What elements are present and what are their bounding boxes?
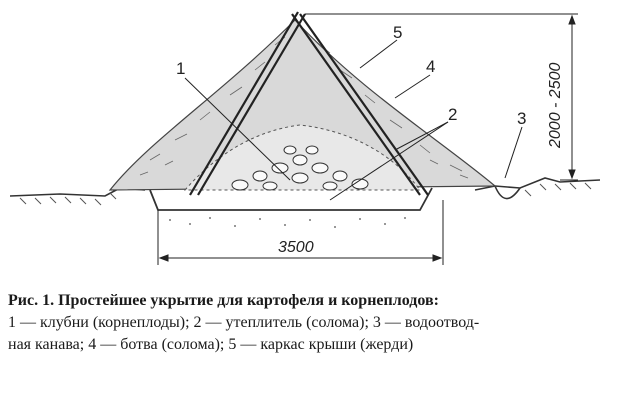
roof-frame-poles xyxy=(189,11,429,196)
pit-trench xyxy=(149,187,433,211)
width-dimension xyxy=(157,200,444,265)
label-4: 4 xyxy=(426,57,435,76)
height-dimension xyxy=(305,13,578,181)
caption-line-2: ная канава; 4 — ботва (солома); 5 — карк… xyxy=(8,336,414,353)
label-2: 2 xyxy=(448,105,457,124)
label-3: 3 xyxy=(517,109,526,128)
pit-floor-speckle xyxy=(169,217,406,228)
soil-hatching xyxy=(19,182,592,206)
label-5: 5 xyxy=(393,23,402,42)
height-label: 2000 - 2500 xyxy=(547,62,564,149)
tubers xyxy=(231,145,369,191)
caption-line-1: 1 — клубни (корнеплоды); 2 — утеплитель … xyxy=(8,314,480,331)
caption-title: Рис. 1. Простейшее укрытие для картофеля… xyxy=(8,292,439,309)
drainage-ditch xyxy=(494,185,521,200)
width-label: 3500 xyxy=(278,239,314,256)
leader-lines xyxy=(184,39,523,201)
storage-shelter-diagram: 1 2 3 4 5 3500 2000 - 2500 xyxy=(9,11,601,265)
label-1: 1 xyxy=(176,59,185,78)
figure-caption: Рис. 1. Простейшее укрытие для картофеля… xyxy=(8,290,612,356)
